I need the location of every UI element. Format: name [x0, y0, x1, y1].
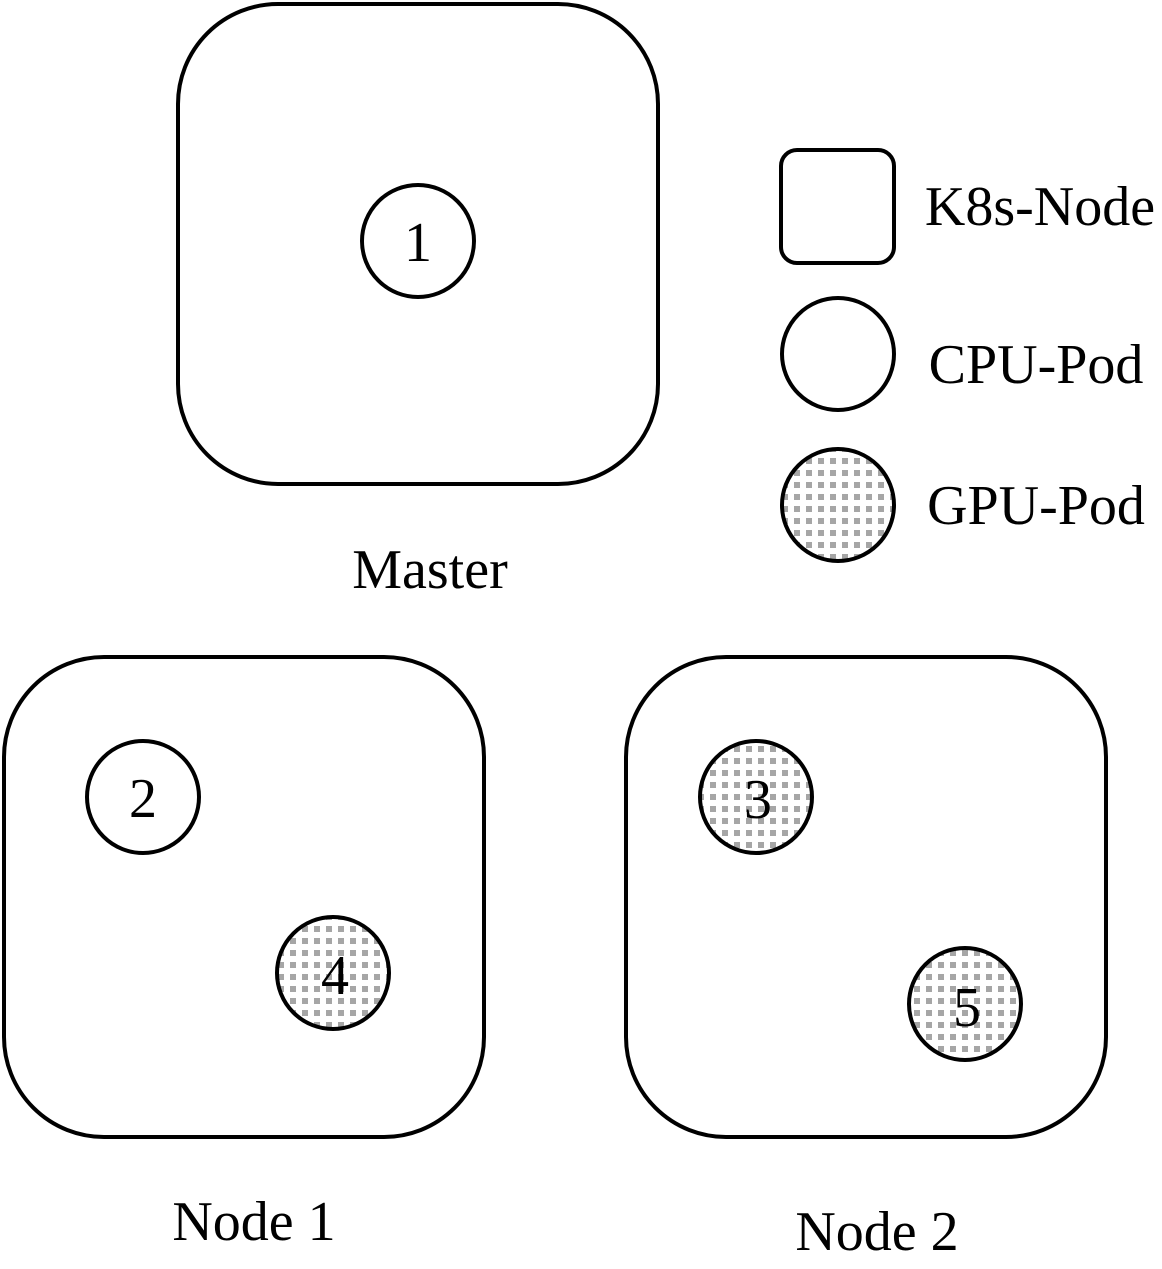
master-node: 1 Master: [176, 2, 660, 601]
pod-3: 3: [698, 739, 814, 855]
node-1: 2 4 Node 1: [2, 655, 486, 1253]
node-2-label: Node 2: [795, 1201, 958, 1263]
pod-2: 2: [85, 739, 201, 855]
legend-cpu-pod-swatch: [780, 296, 896, 412]
legend-cpu-pod-label: CPU-Pod: [929, 334, 1144, 396]
pod-4-label: 4: [321, 945, 349, 1007]
node-1-label: Node 1: [172, 1191, 335, 1253]
pod-1-circle: [360, 183, 476, 299]
legend-k8s-node-swatch: [779, 148, 896, 265]
node-2-box: [624, 655, 1108, 1139]
node-1-box: [2, 655, 486, 1139]
node-2: 3 5 Node 2: [624, 655, 1108, 1263]
pod-2-circle: [85, 739, 201, 855]
pod-3-circle: [698, 739, 814, 855]
pod-1-label: 1: [404, 212, 432, 274]
legend: K8s-Node CPU-Pod GPU-Pod: [779, 148, 1155, 563]
pod-2-label: 2: [129, 768, 157, 830]
legend-cpu-pod: CPU-Pod: [780, 296, 1144, 412]
legend-gpu-pod: GPU-Pod: [780, 447, 1145, 563]
pod-5-label: 5: [953, 977, 981, 1039]
master-node-label: Master: [352, 539, 508, 601]
pod-5-circle: [907, 946, 1023, 1062]
legend-k8s-node-label: K8s-Node: [925, 176, 1155, 238]
pod-4: 4: [275, 915, 391, 1031]
legend-k8s-node: K8s-Node: [779, 148, 1155, 265]
legend-gpu-pod-label: GPU-Pod: [927, 475, 1145, 537]
pod-1: 1: [360, 183, 476, 299]
pod-5: 5: [907, 946, 1023, 1062]
legend-gpu-pod-swatch: [780, 447, 896, 563]
pod-3-label: 3: [744, 769, 772, 831]
pod-4-circle: [275, 915, 391, 1031]
